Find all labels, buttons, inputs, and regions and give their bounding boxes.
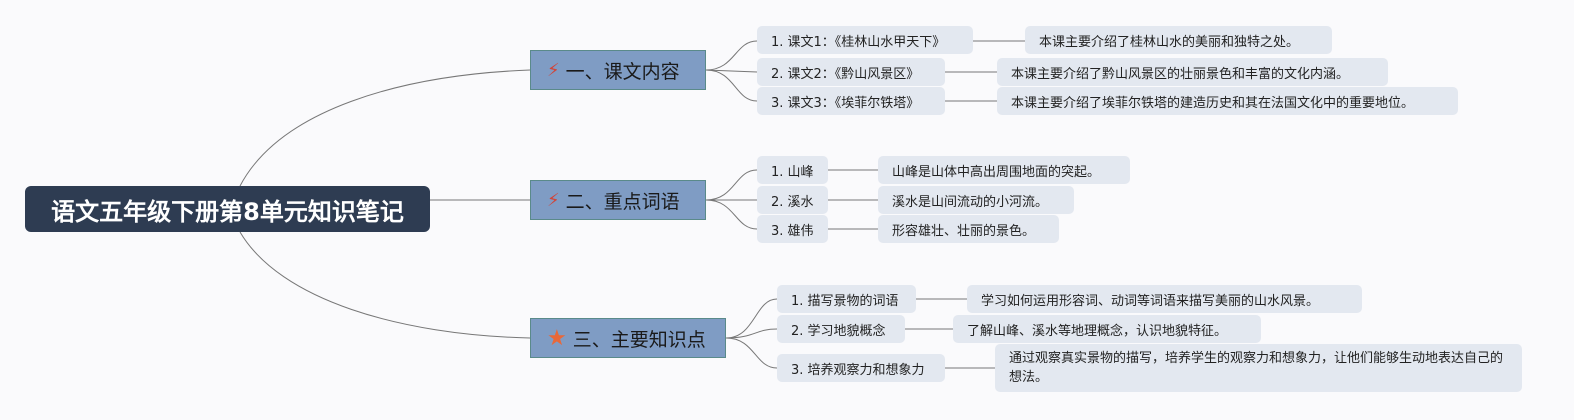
star-icon: ★ — [547, 325, 567, 351]
topic-desc[interactable]: 本课主要介绍了埃菲尔铁塔的建造历史和其在法国文化中的重要地位。 — [997, 87, 1458, 115]
branch-key-points[interactable]: ★三、主要知识点 — [530, 318, 726, 358]
topic-desc[interactable]: 本课主要介绍了黔山风景区的壮丽景色和丰富的文化内涵。 — [997, 58, 1388, 86]
topic-item[interactable]: 2. 溪水 — [757, 186, 828, 214]
magic-wand-icon: ⚡ — [547, 189, 560, 211]
topic-desc[interactable]: 溪水是山间流动的小河流。 — [878, 186, 1074, 214]
branch-lesson-content[interactable]: ⚡一、课文内容 — [530, 50, 706, 90]
topic-item[interactable]: 1. 山峰 — [757, 156, 828, 184]
topic-desc[interactable]: 学习如何运用形容词、动词等词语来描写美丽的山水风景。 — [967, 285, 1362, 313]
topic-item[interactable]: 1. 描写景物的词语 — [777, 285, 916, 313]
topic-item[interactable]: 3. 雄伟 — [757, 215, 828, 243]
topic-item[interactable]: 2. 课文2：《黔山风景区》 — [757, 58, 945, 86]
topic-item[interactable]: 3. 培养观察力和想象力 — [777, 354, 945, 382]
topic-item[interactable]: 1. 课文1：《桂林山水甲天下》 — [757, 26, 973, 54]
topic-desc[interactable]: 通过观察真实景物的描写，培养学生的观察力和想象力，让他们能够生动地表达自己的想法… — [995, 344, 1522, 392]
root-topic[interactable]: 语文五年级下册第8单元知识笔记 — [25, 186, 430, 232]
branch-key-words[interactable]: ⚡二、重点词语 — [530, 180, 706, 220]
topic-desc[interactable]: 形容雄壮、壮丽的景色。 — [878, 215, 1059, 243]
topic-item[interactable]: 2. 学习地貌概念 — [777, 315, 905, 343]
topic-desc[interactable]: 了解山峰、溪水等地理概念，认识地貌特征。 — [953, 315, 1261, 343]
magic-wand-icon: ⚡ — [547, 59, 560, 81]
topic-item[interactable]: 3. 课文3：《埃菲尔铁塔》 — [757, 87, 945, 115]
topic-desc[interactable]: 本课主要介绍了桂林山水的美丽和独特之处。 — [1025, 26, 1332, 54]
branch-title: 二、重点词语 — [565, 190, 680, 213]
branch-title: 三、主要知识点 — [572, 328, 706, 351]
topic-desc[interactable]: 山峰是山体中高出周围地面的突起。 — [878, 156, 1130, 184]
branch-title: 一、课文内容 — [565, 60, 680, 83]
